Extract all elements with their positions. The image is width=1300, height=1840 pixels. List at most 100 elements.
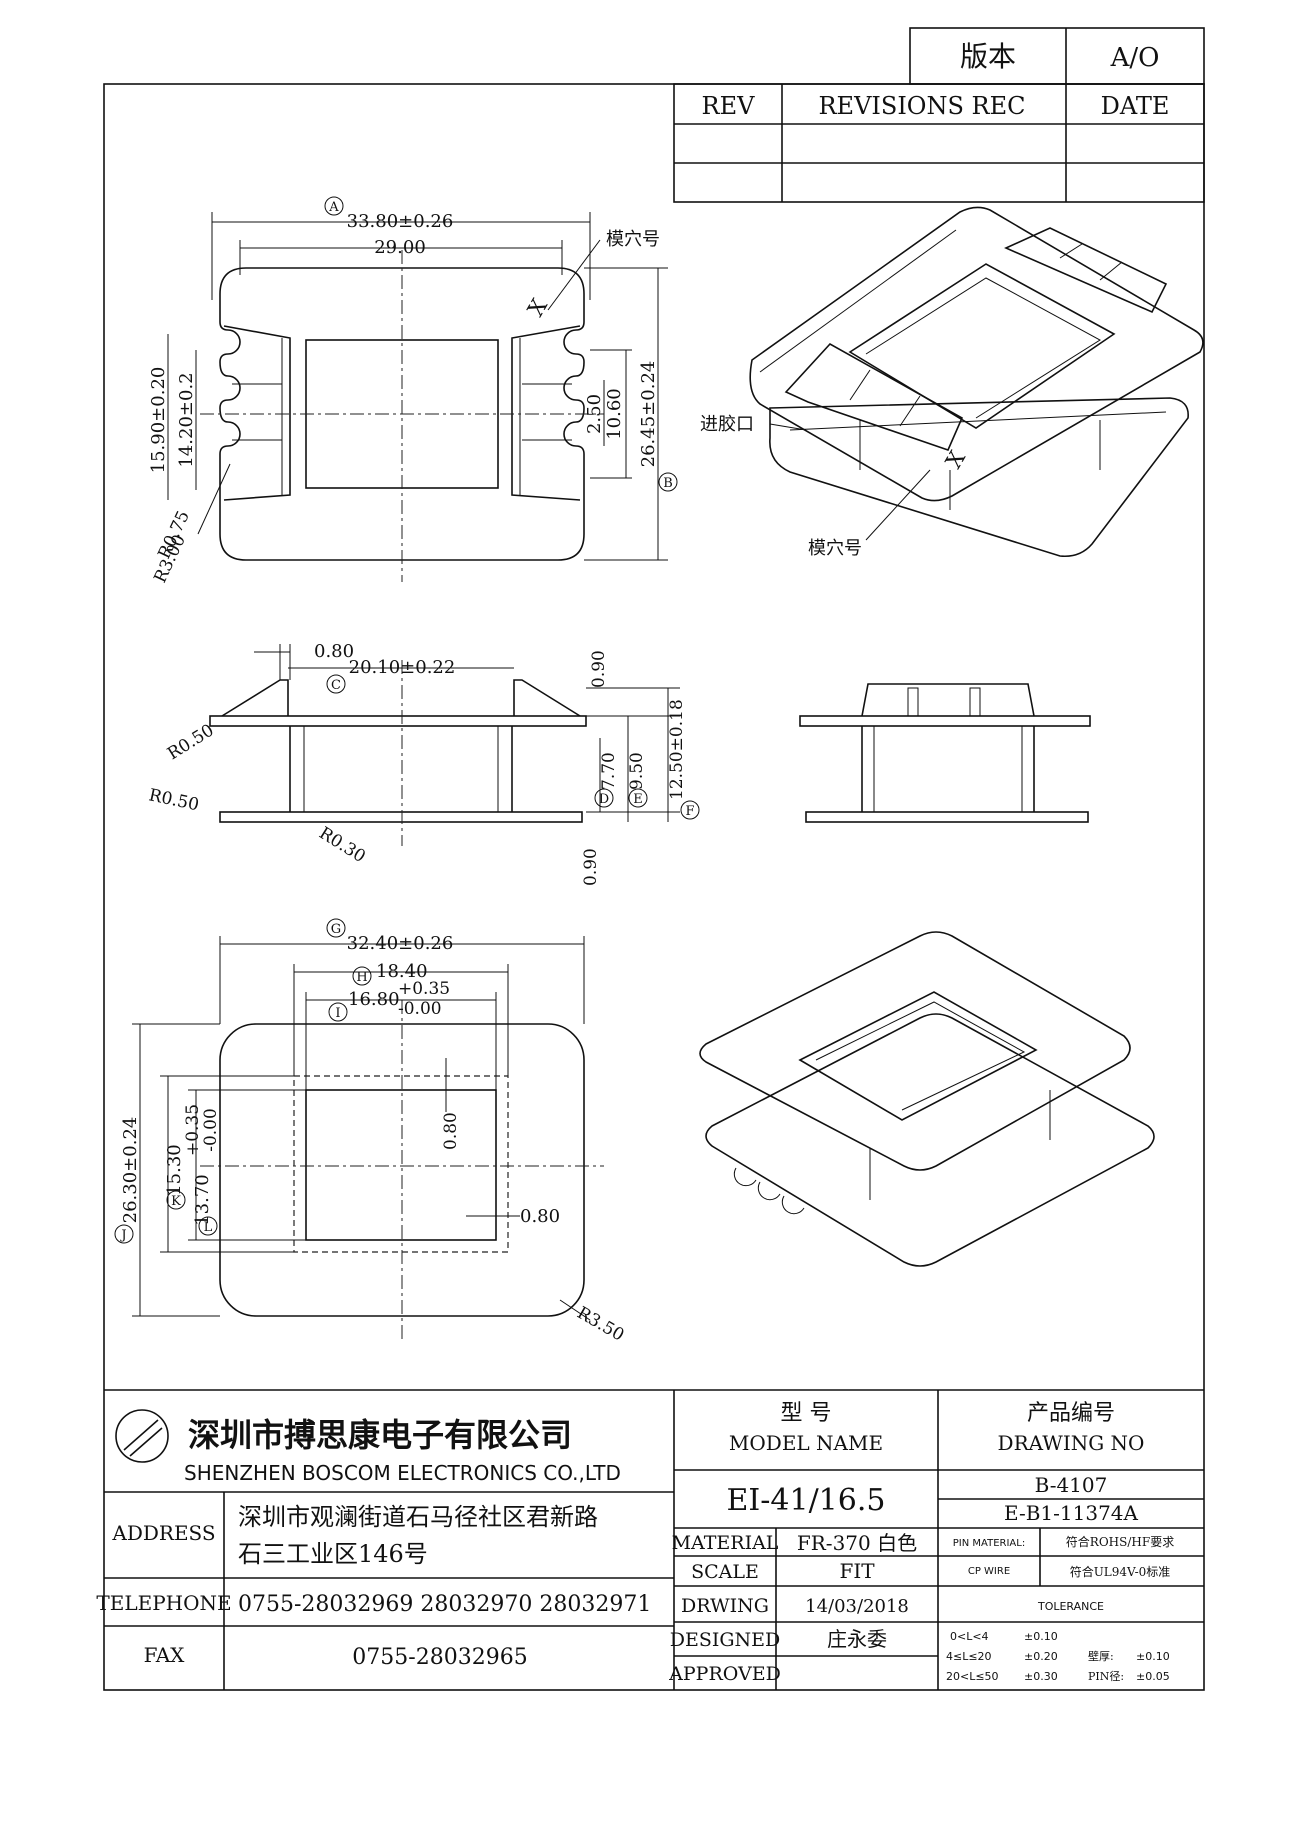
material-label: MATERIAL bbox=[672, 1532, 779, 1554]
wall-value: ±0.10 bbox=[1136, 1650, 1170, 1663]
tolerance-label: TOLERANCE bbox=[1037, 1600, 1104, 1613]
dim-gap-vertical: 0.80 bbox=[441, 1112, 461, 1150]
model-value: EI-41/16.5 bbox=[727, 1483, 886, 1518]
pin-dia-label: PIN径: bbox=[1088, 1670, 1124, 1683]
cp-wire-value: 符合UL94V-0标准 bbox=[1070, 1564, 1171, 1579]
bubble-c: C bbox=[331, 678, 341, 693]
cavity-label-iso: 模穴号 bbox=[808, 538, 862, 559]
dim-r030: R0.30 bbox=[315, 823, 369, 867]
cavity-label-top: 模穴号 bbox=[606, 229, 660, 250]
wall-label: 壁厚: bbox=[1088, 1649, 1114, 1663]
dim-top-flange-thk: 0.90 bbox=[589, 650, 609, 688]
title-block: 深圳市搏思康电子有限公司 SHENZHEN BOSCOM ELECTRONICS… bbox=[96, 1389, 1204, 1690]
bubble-k: K bbox=[171, 1194, 181, 1209]
dim-r050-a: R0.50 bbox=[164, 720, 218, 764]
dim-win-h-tol-plus: +0.35 bbox=[183, 1104, 203, 1156]
pin-material-value: 符合ROHS/HF要求 bbox=[1066, 1534, 1174, 1549]
dim-notch: 2.50 bbox=[584, 394, 605, 434]
dim-bottom-height: 26.30±0.24 bbox=[120, 1117, 141, 1224]
bubble-i: I bbox=[335, 1006, 340, 1021]
drawing-label-en: DRAWING NO bbox=[998, 1431, 1145, 1455]
dim-bottom-flange-thk: 0.90 bbox=[581, 848, 601, 886]
dim-window-height: 7.70 bbox=[599, 752, 619, 790]
address-line1: 深圳市观澜街道石马径社区君新路 bbox=[238, 1503, 598, 1531]
company-name-cn: 深圳市搏思康电子有限公司 bbox=[188, 1416, 572, 1454]
fax-label: FAX bbox=[144, 1643, 186, 1667]
revisions-header: REVISIONS REC bbox=[818, 92, 1025, 120]
fax-value: 0755-28032965 bbox=[352, 1645, 527, 1670]
dim-overall-height: 26.45±0.24 bbox=[638, 361, 659, 468]
pin-dia-value: ±0.05 bbox=[1136, 1670, 1170, 1683]
dim-gap-horizontal: 0.80 bbox=[520, 1206, 560, 1227]
bubble-a: A bbox=[328, 200, 339, 215]
dim-core-height: 9.50 bbox=[627, 752, 647, 790]
telephone-label: TELEPHONE bbox=[96, 1591, 231, 1615]
dim-total-height: 12.50±0.18 bbox=[667, 699, 687, 800]
date-header: DATE bbox=[1101, 92, 1170, 120]
cavity-mark-iso: X bbox=[942, 447, 972, 473]
designed-label: DESIGNED bbox=[670, 1629, 781, 1651]
dim-win-inner-h: 13.70 bbox=[192, 1174, 213, 1226]
drwing-label: DRWING bbox=[681, 1595, 769, 1617]
bubble-e: E bbox=[633, 792, 643, 807]
dim-flange-height: 15.90±0.20 bbox=[148, 367, 169, 474]
dim-win-h-tol-minus: -0.00 bbox=[201, 1108, 221, 1152]
bubble-d: D bbox=[599, 792, 609, 807]
dim-pin-span: 10.60 bbox=[604, 388, 625, 440]
dim-r350: R3.50 bbox=[574, 1303, 628, 1346]
approved-label: APPROVED bbox=[668, 1663, 781, 1685]
dim-wall: 0.80 bbox=[314, 641, 354, 662]
end-view bbox=[799, 683, 1091, 823]
top-view: A 33.80±0.26 29.00 15.90±0.20 14.20±0.2 … bbox=[148, 196, 678, 586]
drwing-date: 14/03/2018 bbox=[805, 1596, 909, 1617]
material-value: FR-370 白色 bbox=[797, 1531, 917, 1555]
version-value: A/O bbox=[1110, 43, 1160, 73]
dim-core-width: 20.10±0.22 bbox=[349, 657, 456, 678]
cavity-mark-top: X bbox=[524, 295, 554, 321]
dim-inner-width: 29.00 bbox=[374, 237, 426, 258]
rev-header: REV bbox=[702, 92, 756, 120]
tol-value-2: ±0.20 bbox=[1024, 1650, 1058, 1663]
tol-value-3: ±0.30 bbox=[1024, 1670, 1058, 1683]
iso-view-bottom bbox=[699, 931, 1155, 1267]
drawing-no-1: B-4107 bbox=[1035, 1473, 1108, 1497]
version-label: 版本 bbox=[960, 40, 1016, 73]
tol-range-2: 4≤L≤20 bbox=[946, 1650, 992, 1663]
address-line2: 石三工业区146号 bbox=[238, 1540, 428, 1568]
revision-table: REV REVISIONS REC DATE bbox=[673, 83, 1205, 203]
gate-label: 进胶口 bbox=[700, 414, 754, 435]
designed-value: 庄永委 bbox=[827, 1627, 887, 1651]
dim-inner-height: 14.20±0.2 bbox=[176, 372, 197, 467]
pin-material-label: PIN MATERIAL: bbox=[953, 1538, 1025, 1549]
company-name-en: SHENZHEN BOSCOM ELECTRONICS CO.,LTD bbox=[184, 1461, 621, 1485]
dim-window-inner: 16.80 bbox=[348, 989, 400, 1010]
company-logo bbox=[115, 1409, 169, 1463]
bubble-h: H bbox=[356, 970, 367, 985]
bubble-b: B bbox=[663, 476, 673, 491]
scale-value: FIT bbox=[839, 1559, 875, 1583]
iso-view-top: 进胶口 X 模穴号 bbox=[700, 206, 1204, 559]
drawing-label-cn: 产品编号 bbox=[1027, 1401, 1115, 1426]
tol-range-3: 20<L≤50 bbox=[946, 1670, 999, 1683]
version-block: 版本 A/O bbox=[909, 27, 1205, 85]
address-label: ADDRESS bbox=[111, 1521, 215, 1545]
model-label-cn: 型 号 bbox=[781, 1401, 832, 1426]
dim-window-tol-plus: +0.35 bbox=[398, 979, 450, 999]
dim-r300: R3.00 bbox=[150, 532, 190, 586]
bubble-j: J bbox=[119, 1228, 126, 1243]
drawing-no-2: E-B1-11374A bbox=[1004, 1501, 1139, 1525]
cp-wire-label: CP WIRE bbox=[968, 1566, 1010, 1577]
model-label-en: MODEL NAME bbox=[729, 1431, 883, 1455]
dim-win-outer-h: 15.30 bbox=[164, 1144, 185, 1196]
dim-overall-width: 33.80±0.26 bbox=[347, 211, 454, 232]
telephone-value: 0755-28032969 28032970 28032971 bbox=[238, 1592, 651, 1617]
bottom-view: G 32.40±0.26 H 18.40 +0.35 I 16.80 -0.00… bbox=[114, 918, 628, 1346]
dim-bottom-width: 32.40±0.26 bbox=[347, 933, 454, 954]
bubble-l: L bbox=[204, 1220, 213, 1235]
dim-window-outer: 18.40 bbox=[376, 961, 428, 982]
dim-window-tol-minus: -0.00 bbox=[398, 999, 442, 1019]
bubble-g: G bbox=[331, 922, 341, 937]
side-view: 0.80 20.10±0.22 C 0.90 R0.50 R0.50 R0.30… bbox=[147, 641, 700, 886]
dim-r050-b: R0.50 bbox=[147, 785, 201, 815]
